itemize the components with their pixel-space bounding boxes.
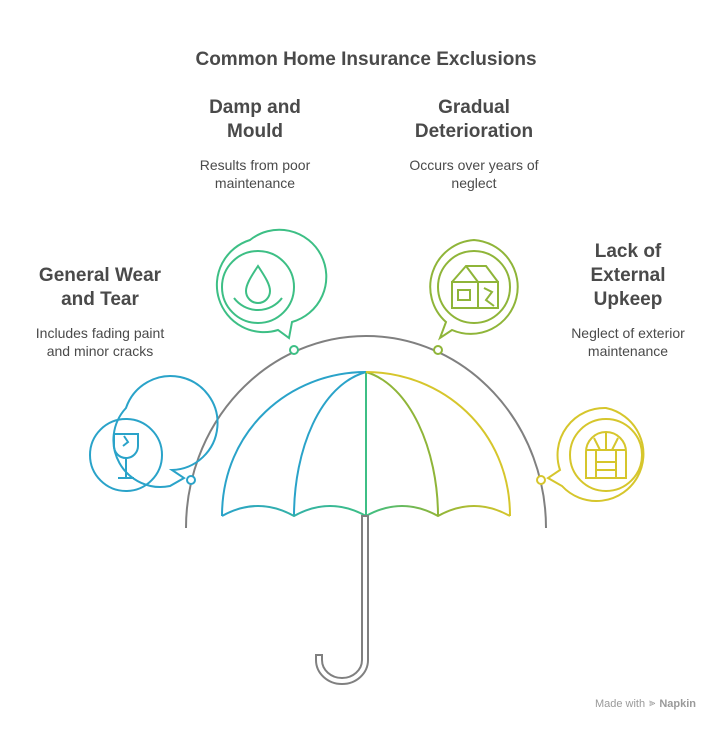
umbrella-canopy bbox=[221, 371, 511, 518]
description-damp-and-mould: Results from poor maintenance bbox=[199, 157, 311, 191]
credit-badge: Made with ⫸ Napkin bbox=[595, 697, 696, 710]
bubble-damp-and-mould bbox=[215, 228, 328, 340]
bubble-general-wear-and-tear bbox=[89, 375, 219, 492]
napkin-logo-icon: ⫸ bbox=[649, 697, 656, 709]
heading-general-wear-and-tear: General Wear and Tear bbox=[38, 265, 162, 310]
window-icon bbox=[585, 431, 627, 479]
bubble-lack-of-external-upkeep bbox=[546, 406, 645, 503]
canopy-left-outer bbox=[221, 371, 367, 517]
water-drop-icon bbox=[233, 264, 283, 311]
credit-prefix: Made with bbox=[594, 697, 646, 710]
cracked-glass-icon bbox=[113, 433, 139, 479]
cracked-house-icon bbox=[451, 265, 499, 309]
connector-dot-deterioration bbox=[433, 345, 443, 355]
umbrella-handle bbox=[315, 515, 369, 685]
canopy-right-rib bbox=[365, 371, 439, 517]
credit-brand: Napkin bbox=[659, 697, 696, 710]
description-lack-of-external-upkeep: Neglect of exterior maintenance bbox=[571, 325, 685, 359]
diagram-title: Common Home Insurance Exclusions bbox=[195, 49, 537, 70]
heading-lack-of-external-upkeep: Lack of External Upkeep bbox=[590, 241, 666, 310]
canopy-right-outer bbox=[365, 371, 511, 517]
heading-gradual-deterioration: Gradual Deterioration bbox=[414, 97, 534, 142]
connector-dot-upkeep bbox=[536, 475, 546, 485]
connector-dot-damp bbox=[289, 345, 299, 355]
outer-arc bbox=[185, 335, 547, 529]
connector-dot-wear bbox=[186, 475, 196, 485]
heading-damp-and-mould: Damp and Mould bbox=[209, 97, 301, 142]
description-gradual-deterioration: Occurs over years of neglect bbox=[409, 157, 539, 191]
description-general-wear-and-tear: Includes fading paint and minor cracks bbox=[35, 325, 165, 359]
canopy-left-rib bbox=[293, 371, 367, 517]
bubble-gradual-deterioration bbox=[429, 238, 519, 341]
